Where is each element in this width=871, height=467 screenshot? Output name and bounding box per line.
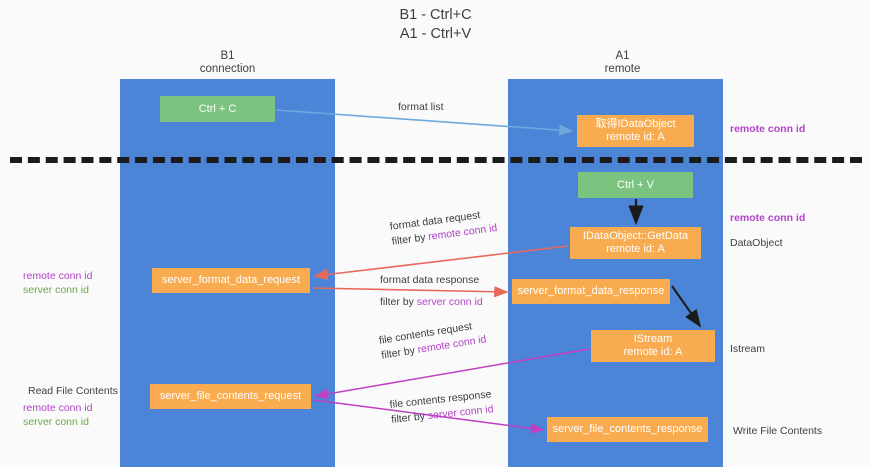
annotation-left-conn-ids-top: remote conn id server conn id xyxy=(23,269,92,297)
node-ctrl-c[interactable]: Ctrl + C xyxy=(160,96,275,122)
lane-header-b1-role: connection xyxy=(199,63,256,75)
node-server-format-data-response[interactable]: server_format_data_response xyxy=(512,279,670,304)
annotation-left-remote-conn-id-1: remote conn id xyxy=(23,270,93,282)
node-ctrl-c-label: Ctrl + C xyxy=(198,102,237,115)
annotation-write-file-contents: Write File Contents xyxy=(733,425,823,437)
annotation-left-conn-ids-bottom: remote conn id server conn id xyxy=(23,401,92,429)
node-server-file-contents-request-label: server_file_contents_request xyxy=(159,390,302,402)
edge-label-format-data-request-prefix: filter by xyxy=(391,231,430,248)
edge-label-format-data-request: format data request filter by remote con… xyxy=(389,206,498,250)
node-idataobject[interactable]: 取得IDataObject remote id: A xyxy=(577,115,694,147)
annotation-read-file-contents: Read File Contents xyxy=(28,385,118,397)
node-istream[interactable]: IStream remote id: A xyxy=(591,330,715,362)
lane-header-a1-role: remote xyxy=(604,63,641,75)
node-idataobject-line1: 取得IDataObject xyxy=(595,118,676,130)
node-getdata-line2: remote id: A xyxy=(606,243,665,255)
title-line-2: A1 - Ctrl+V xyxy=(399,26,472,42)
annotation-remote-conn-id-top: remote conn id xyxy=(730,123,806,135)
node-istream-line1: IStream xyxy=(633,333,673,345)
phase-separator xyxy=(10,157,862,163)
node-ctrl-v-label: Ctrl + V xyxy=(617,178,654,191)
lane-header-b1: B1 connection xyxy=(150,50,305,76)
node-server-format-data-request-label: server_format_data_request xyxy=(161,274,301,286)
annotation-istream: Istream xyxy=(730,343,766,355)
edge-label-format-data-response-line1: format data response xyxy=(380,274,480,286)
lane-header-a1: A1 remote xyxy=(545,50,700,76)
annotation-left-server-conn-id-2: server conn id xyxy=(23,416,89,428)
node-getdata-line1: IDataObject::GetData xyxy=(582,230,689,242)
node-idataobject-line2: remote id: A xyxy=(606,131,665,143)
edge-label-format-data-response-key: server conn id xyxy=(416,296,483,308)
annotation-left-server-conn-id-1: server conn id xyxy=(23,284,89,296)
node-istream-line2: remote id: A xyxy=(623,346,683,358)
node-server-file-contents-response[interactable]: server_file_contents_response xyxy=(547,417,708,442)
node-server-file-contents-request[interactable]: server_file_contents_request xyxy=(150,384,311,409)
edge-label-format-data-response: format data response filter by server co… xyxy=(380,273,483,310)
title-line-1: B1 - Ctrl+C xyxy=(399,7,472,23)
edge-label-file-contents-response-prefix: filter by xyxy=(390,410,429,426)
lane-header-a1-name: A1 xyxy=(615,50,630,62)
page-title: B1 - Ctrl+C A1 - Ctrl+V xyxy=(0,6,871,44)
annotation-left-remote-conn-id-2: remote conn id xyxy=(23,402,93,414)
annotation-dataobject: DataObject xyxy=(730,237,783,249)
node-server-format-data-request[interactable]: server_format_data_request xyxy=(152,268,310,293)
edge-label-file-contents-response: file contents response filter by server … xyxy=(389,387,494,428)
edge-label-format-list: format list xyxy=(398,101,444,113)
node-ctrl-v[interactable]: Ctrl + V xyxy=(578,172,693,198)
lane-header-b1-name: B1 xyxy=(220,50,235,62)
node-server-format-data-response-label: server_format_data_response xyxy=(517,285,665,297)
node-idataobject-getdata[interactable]: IDataObject::GetData remote id: A xyxy=(570,227,701,259)
edge-label-format-data-response-prefix: filter by xyxy=(380,296,417,308)
node-server-file-contents-response-label: server_file_contents_response xyxy=(552,423,703,435)
annotation-remote-conn-id-mid: remote conn id xyxy=(730,212,806,224)
edge-label-file-contents-request: file contents request filter by remote c… xyxy=(378,317,488,363)
